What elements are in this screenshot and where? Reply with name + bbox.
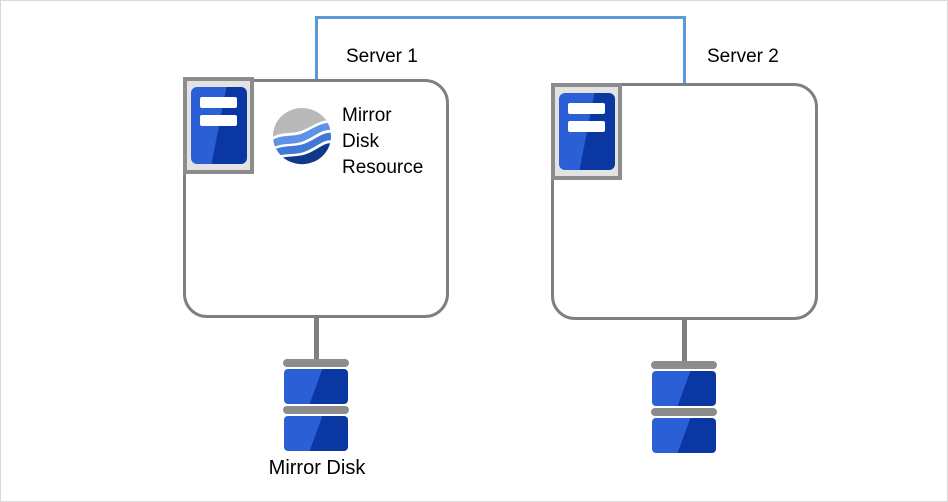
server2-server-icon [551,83,622,180]
disk-platter [652,418,716,453]
server1-server-icon [183,77,254,174]
server-slot-bar [568,121,605,132]
disk-icon [651,361,717,455]
server1-label: Server 1 [346,46,418,67]
server-icon [558,93,615,170]
disk-platter [652,371,716,406]
disk-platter [284,416,348,451]
server-slot-bar [200,97,237,108]
disk-bar [283,359,349,367]
server-icon [190,87,247,164]
disk-bar [283,406,349,414]
server2-box [551,83,818,320]
server-slot-bar [200,115,237,126]
mirror-disk-label: Mirror Disk [268,457,366,479]
disk-bar [651,408,717,416]
disk-platter [284,369,348,404]
mirror-disk-resource-icon [272,107,332,165]
server-slot-bar [568,103,605,114]
disk-bar [651,361,717,369]
server2-label: Server 2 [707,46,779,67]
mirror-disk-icon [283,359,349,453]
mirror-disk-resource-label: Mirror Disk Resource [342,105,424,178]
